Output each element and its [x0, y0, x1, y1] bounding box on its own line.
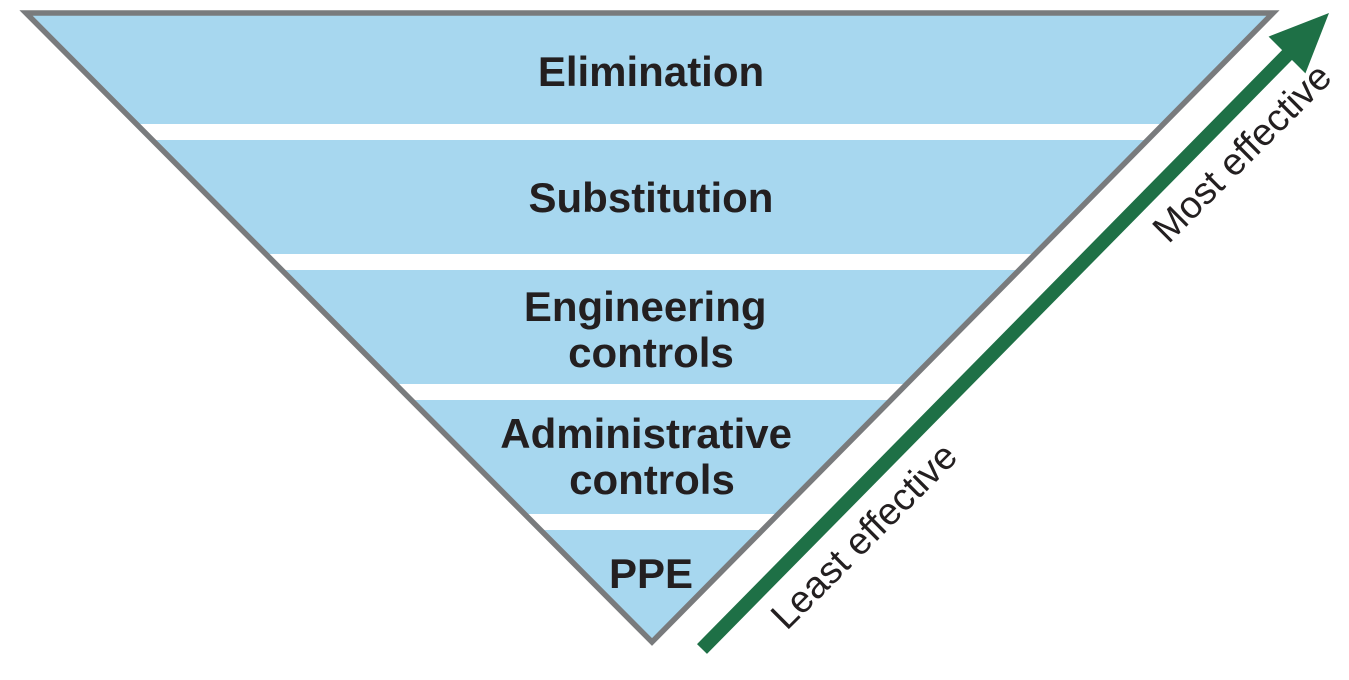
pyramid-outline	[19, 10, 1280, 646]
layer-label-engineering-controls: Engineering controls	[524, 283, 778, 376]
layer-label-administrative-controls: Administrative controls	[500, 410, 803, 503]
layer-label-line: Engineering	[524, 283, 767, 330]
band-elimination	[26, 13, 1273, 124]
layer-label-substitution: Substitution	[529, 174, 774, 221]
effectiveness-arrow-head-icon	[1268, 13, 1329, 74]
effectiveness-arrow	[697, 13, 1329, 654]
effectiveness-arrow-shaft	[697, 45, 1297, 654]
layer-label-elimination: Elimination	[538, 48, 764, 95]
layer-label-line: Administrative	[500, 410, 792, 457]
layer-label-line: controls	[568, 329, 734, 376]
layer-label-ppe: PPE	[609, 550, 693, 597]
layer-label-line: controls	[569, 456, 735, 503]
